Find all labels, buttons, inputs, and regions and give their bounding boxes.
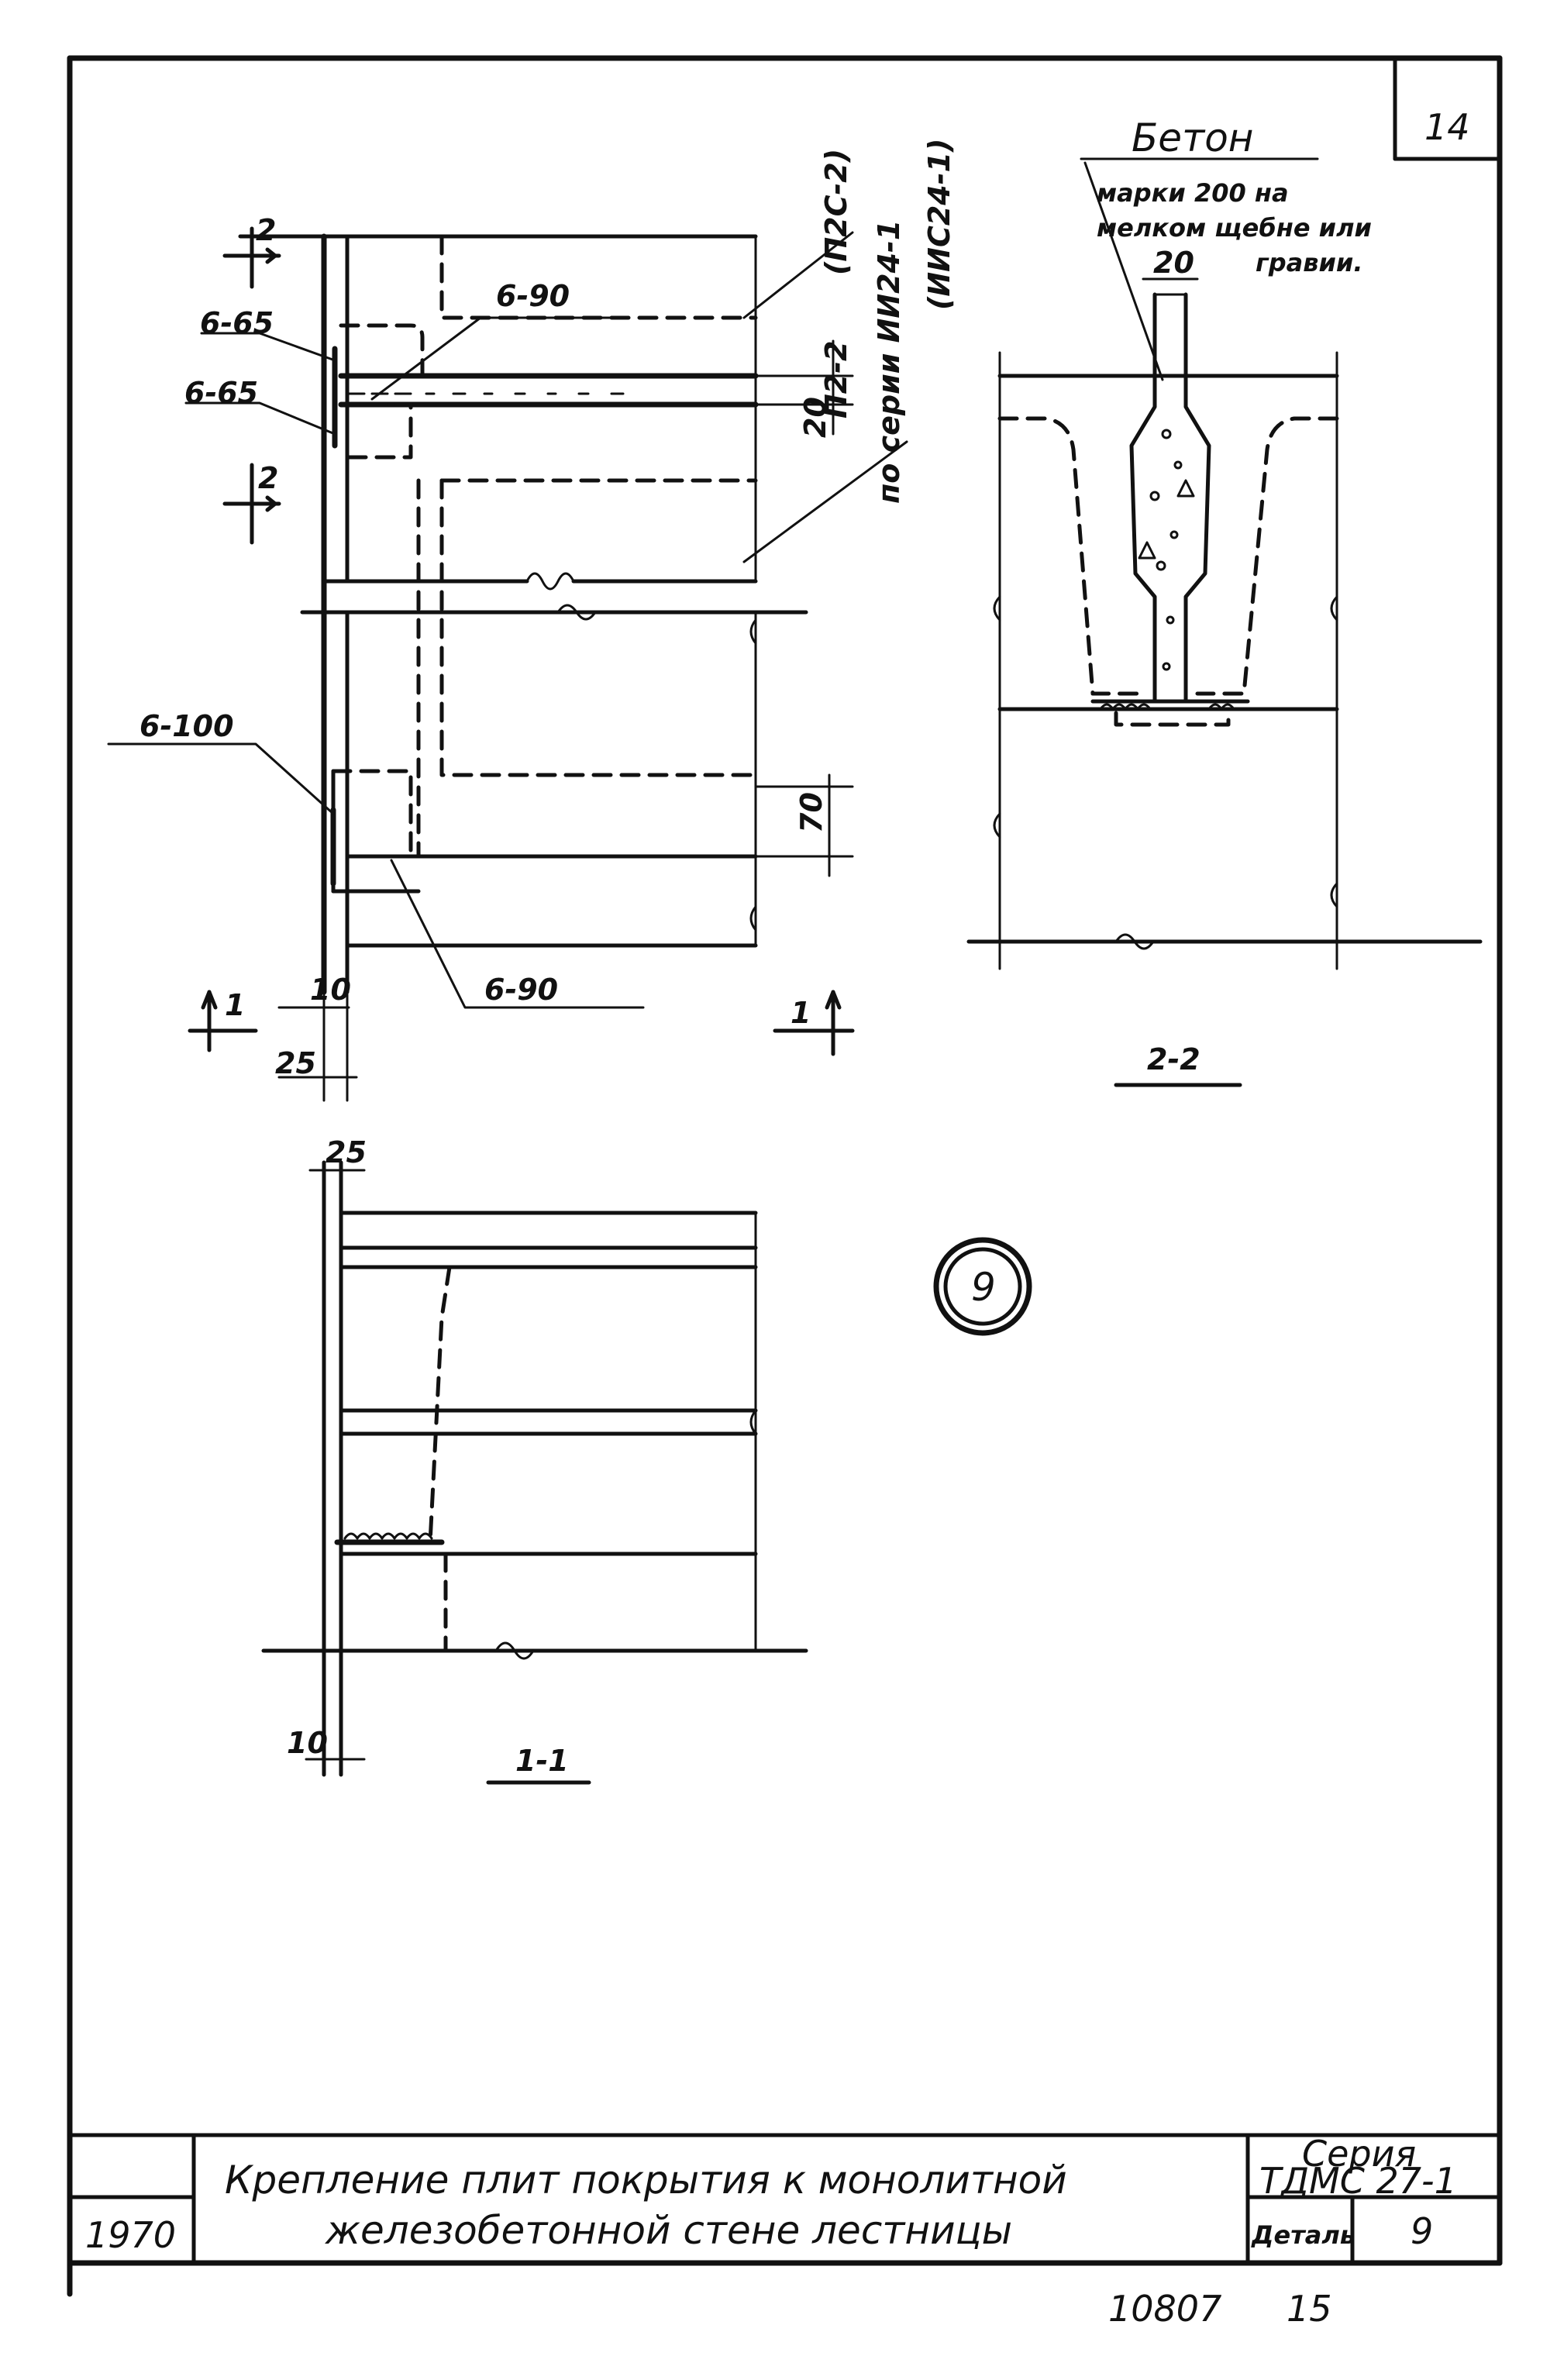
cut-label-2-bottom: 2 (258, 461, 278, 495)
label-weld-6-90-top: 6-90 (496, 279, 570, 313)
label-joint-width: 20 (1153, 246, 1194, 280)
cut-mark-2-bottom: 2 (222, 461, 281, 545)
title-line-2: железобетонной стене лестницы (325, 2208, 1012, 2253)
inventory-sheet: 15 (1287, 2288, 1332, 2330)
label-1-1-dim-10: 10 (287, 1726, 328, 1760)
inventory-number: 10807 (1108, 2288, 1221, 2330)
label-weld-6-65-b: 6-65 (184, 376, 258, 410)
page-number-box: 14 (1393, 56, 1502, 161)
cut-mark-1-right: 1 (773, 990, 855, 1056)
cut-label-2-top: 2 (256, 213, 276, 247)
label-series-ref-alt: (ИИС24-1) (922, 139, 956, 310)
cut-label-1-right: 1 (791, 996, 811, 1030)
detail-marker-number: 9 (971, 1265, 996, 1310)
label-weld-6-65-a: 6-65 (200, 306, 274, 340)
series-value: ТДМС 27-1 (1259, 2160, 1457, 2202)
detail-marker: 9 (933, 1237, 1032, 1336)
concrete-note-line1: марки 200 на (1097, 178, 1289, 208)
page-number: 14 (1424, 106, 1470, 148)
plan-view: 2 2 1 1 6-65 6 (107, 139, 956, 1102)
detail-value: 9 (1411, 2210, 1433, 2252)
title-block: Крепление плит покрытия к монолитной жел… (67, 2133, 1502, 2265)
series-label: Серия (1302, 2133, 1416, 2175)
label-series-ref: по серии ИИ24-1 (872, 220, 906, 504)
inventory-stamp: 10807 15 (1108, 2288, 1332, 2330)
title-line-1: Крепление плит покрытия к монолитной (225, 2158, 1067, 2203)
label-weld-6-100: 6-100 (140, 709, 234, 743)
sheet-frame (67, 55, 1503, 2297)
section-1-1-caption: 1-1 (515, 1744, 569, 1778)
label-dim-70: 70 (794, 792, 828, 833)
section-2-2: 20 Бетон марки 200 на мелком щебне или г… (966, 115, 1483, 1087)
label-dim-25: 25 (275, 1046, 316, 1080)
year: 1970 (85, 2214, 176, 2256)
cut-label-1-left: 1 (225, 988, 245, 1022)
concrete-note-line3: гравии. (1256, 248, 1362, 277)
cut-mark-2-top: 2 (222, 213, 281, 289)
detail-label: Деталь (1251, 2220, 1355, 2250)
label-slab-mark-alt: (П2С-2) (819, 149, 853, 275)
cut-mark-1-left: 1 (188, 988, 258, 1052)
concrete-title: Бетон (1132, 115, 1253, 160)
concrete-note-line2: мелком щебне или (1097, 213, 1372, 243)
label-slab-mark: П2-2 (819, 341, 853, 418)
label-weld-6-90-bottom: 6-90 (484, 973, 558, 1007)
section-1-1: 25 10 1-1 (261, 1135, 808, 1785)
section-2-2-caption: 2-2 (1147, 1042, 1200, 1076)
label-dim-10: 10 (310, 973, 351, 1007)
label-1-1-dim-25: 25 (326, 1135, 367, 1169)
label-dim-20: 20 (798, 397, 832, 438)
